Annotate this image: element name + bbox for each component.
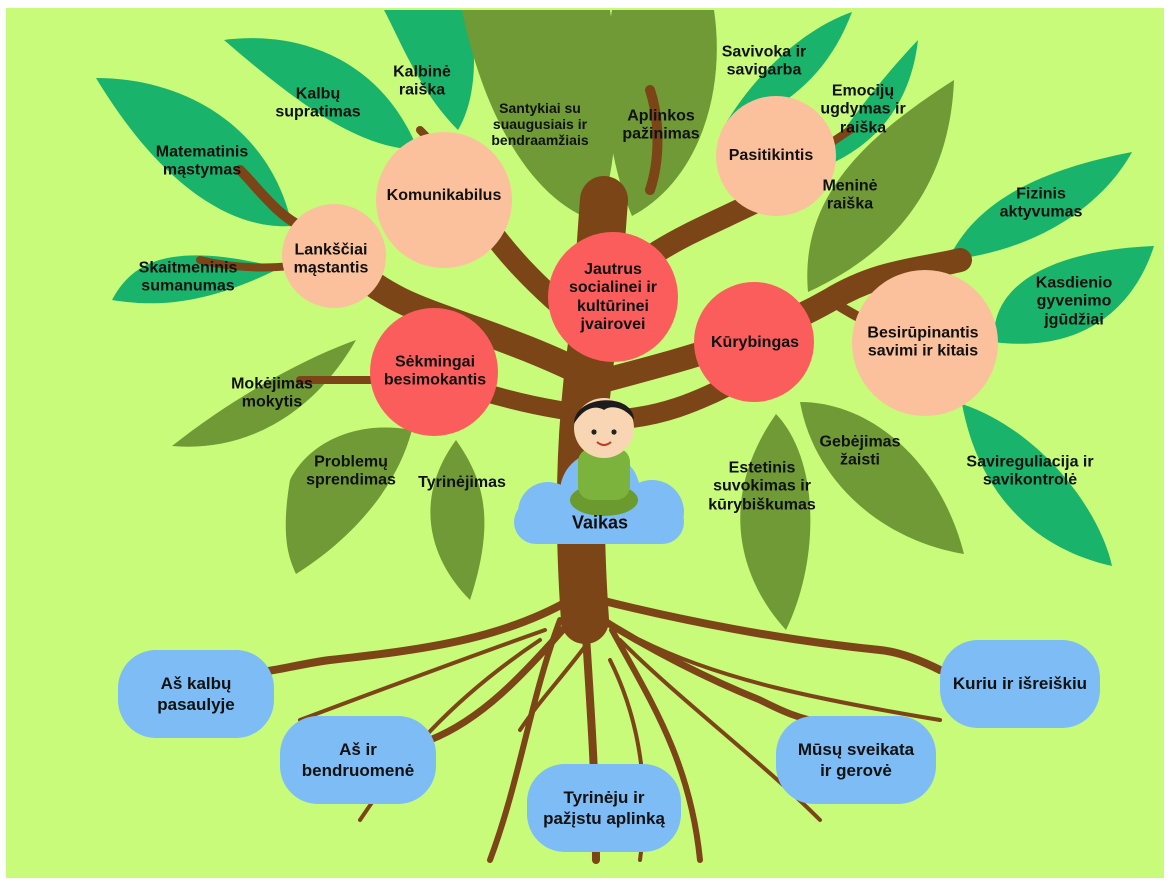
root-box-tyrineju: Tyrinėju ir pažįstu aplinką xyxy=(527,764,681,852)
leaf-fizinis-aktyvumas xyxy=(948,152,1132,260)
label-jautrus: Jautrus socialinei ir kultūrinei jvairov… xyxy=(568,261,658,334)
leaf-kalbu-supratimas xyxy=(224,38,418,150)
quality-circle-lanksciai xyxy=(282,204,386,308)
label-komunikabilus: Komunikabilus xyxy=(386,186,502,204)
leaf-label-emociju-ugdymas: Emocijų ugdymas ir raiška xyxy=(820,82,906,137)
leaf-label-matematinis-mastymas: Matematinis mąstymas xyxy=(155,143,249,179)
quality-circle-komunikabilus xyxy=(376,132,512,268)
quality-circle-besirupinantis xyxy=(852,270,998,416)
root-box-as-kalbu: Aš kalbų pasaulyje xyxy=(118,650,274,738)
root-label-kuriu: Kuriu ir išreiškiu xyxy=(952,674,1088,694)
leaf-label-santykiai: Santykiai su suaugusiais ir bendraamžiai… xyxy=(491,99,589,149)
leaf-matematinis-mastymas xyxy=(96,78,292,227)
root-label-musu-sveikata: Mūsų sveikata ir gerovė xyxy=(797,739,915,780)
leaf-estetinis-suvokimas xyxy=(740,414,811,630)
root-label-tyrineju: Tyrinėju ir pažįstu aplinką xyxy=(543,787,665,828)
label-pasitikintis: Pasitikintis xyxy=(728,146,814,164)
leaf-kalbine-raiska xyxy=(384,10,474,130)
leaf-menine-raiska xyxy=(807,80,954,292)
leaf-label-kalbine-raiska: Kalbinė raiška xyxy=(393,63,451,99)
leaf-label-fizinis-aktyvumas: Fizinis aktyvumas xyxy=(999,185,1083,221)
label-kurybingas: Kūrybingas xyxy=(710,333,800,351)
leaf-label-kalbu-supratimas: Kalbų supratimas xyxy=(275,85,361,121)
leaf-label-menine-raiska: Meninė raiška xyxy=(822,177,878,213)
leaf-problemu-sprendimas xyxy=(285,427,412,574)
root-label-as-ir-bendruomene: Aš ir bendruomenė xyxy=(301,739,415,780)
leaf-saviregulacija xyxy=(962,404,1112,566)
quality-circle-jautrus xyxy=(548,232,678,362)
leaf-gebejimas-zaisti xyxy=(800,402,964,554)
quality-circle-pasitikintis xyxy=(716,96,836,216)
quality-circle-sekmingai xyxy=(370,308,498,436)
leaf-mokejimas-mokytis xyxy=(172,340,356,447)
leaf-label-gebejimas-zaisti: Gebėjimas žaisti xyxy=(819,433,901,469)
root-label-as-kalbu: Aš kalbų pasaulyje xyxy=(157,673,235,714)
root-box-kuriu: Kuriu ir išreiškiu xyxy=(940,640,1100,728)
leaf-label-estetinis-suvokimas: Estetinis suvokimas ir kūrybiškumas xyxy=(708,459,816,514)
leaf-label-kasdienio-gyvenimo: Kasdienio gyvenimo jgūdžiai xyxy=(1035,274,1113,329)
leaf-santykiai xyxy=(462,10,617,222)
quality-circle-kurybingas xyxy=(694,282,814,402)
leaf-label-aplinkos-pazinimas: Aplinkos pažinimas xyxy=(622,107,700,143)
label-sekmingai: Sėkmingai besimokantis xyxy=(383,353,487,389)
child-label: Vaikas xyxy=(571,512,629,533)
root-box-musu-sveikata: Mūsų sveikata ir gerovė xyxy=(776,716,936,804)
leaf-label-savivoka: Savivoka ir savigarba xyxy=(721,43,807,79)
leaf-label-skaitmeninis-sumanumas: Skaitmeninis sumanumas xyxy=(138,259,238,295)
label-besirupinantis: Besirūpinantis savimi ir kitais xyxy=(867,324,979,360)
leaf-label-mokejimas-mokytis: Mokėjimas mokytis xyxy=(231,375,313,411)
leaf-label-saviregulacija: Savireguliacija ir savikontrolė xyxy=(966,453,1094,489)
leaf-label-tyrinejimas: Tyrinėjimas xyxy=(418,473,506,491)
leaf-kasdienio-gyvenimo xyxy=(993,246,1154,344)
root-box-as-ir-bendruomene: Aš ir bendruomenė xyxy=(280,716,436,804)
leaf-label-problemu-sprendimas: Problemų sprendimas xyxy=(306,453,396,489)
label-lanksciai: Lankščiai mąstantis xyxy=(293,241,369,277)
leaf-tyrinejimas xyxy=(430,440,485,600)
leaf-aplinkos-pazinimas xyxy=(605,10,717,216)
child-figure xyxy=(570,398,638,516)
